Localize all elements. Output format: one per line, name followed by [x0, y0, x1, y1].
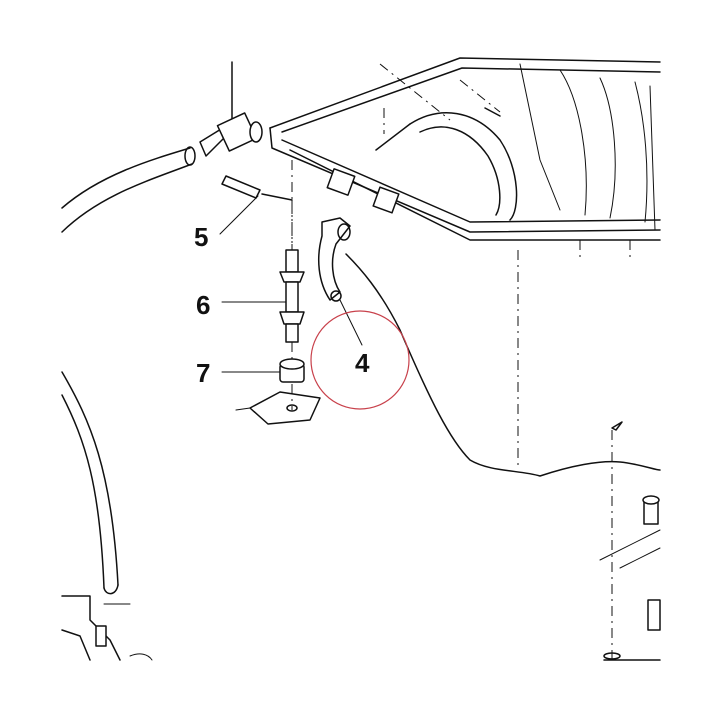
- right-side-fittings: [599, 421, 661, 661]
- bracket-part-4: [317, 217, 363, 346]
- callout-label-6: 6: [196, 290, 210, 320]
- grommet-part-7: [221, 358, 321, 425]
- highlight-circle: [310, 310, 410, 410]
- stud-part-6: [221, 160, 305, 362]
- upper-hose: [61, 146, 196, 233]
- callout-label-7: 7: [196, 358, 210, 388]
- lower-hose: [61, 371, 119, 595]
- callout-label-5: 5: [194, 222, 208, 252]
- callout-label-4: 4: [355, 348, 370, 378]
- air-box-housing: [269, 57, 661, 660]
- pin-part-5: [219, 175, 293, 235]
- breather-valve: [199, 61, 263, 157]
- engine-detail-bottom-left: [61, 595, 153, 661]
